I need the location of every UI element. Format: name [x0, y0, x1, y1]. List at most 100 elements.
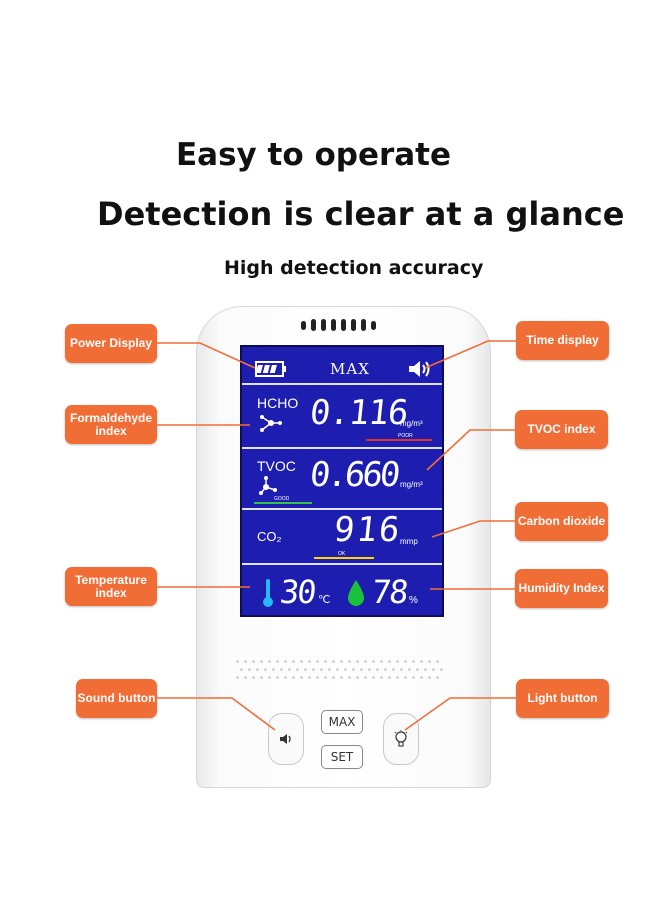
speaker-hole: [412, 676, 415, 679]
temperature-unit: ℃: [318, 594, 331, 606]
speaker-hole: [256, 668, 259, 671]
speaker-hole: [380, 660, 383, 663]
speaker-hole: [432, 668, 435, 671]
speaker-hole: [328, 668, 331, 671]
hcho-unit: mg/m³: [400, 419, 423, 428]
callout-carbon-dioxide: Carbon dioxide: [515, 502, 608, 541]
speaker-hole: [260, 676, 263, 679]
speaker-hole: [264, 668, 267, 671]
callout-time-display: Time display: [516, 321, 609, 360]
speaker-hole: [288, 668, 291, 671]
speaker-hole: [364, 660, 367, 663]
co2-status-bar: [314, 557, 374, 559]
speaker-hole: [424, 668, 427, 671]
speaker-hole: [340, 676, 343, 679]
speaker-hole: [248, 668, 251, 671]
speaker-hole: [352, 668, 355, 671]
callout-temperature-line1: Temperature: [75, 572, 147, 587]
tvoc-status-bar: [254, 502, 312, 504]
speaker-hole: [356, 676, 359, 679]
humidity-unit: %: [409, 595, 418, 606]
speaker-hole: [348, 676, 351, 679]
speaker-hole: [360, 668, 363, 671]
bulb-icon: [394, 730, 408, 747]
speaker-hole: [252, 676, 255, 679]
speaker-hole: [252, 660, 255, 663]
speaker-hole: [356, 660, 359, 663]
speaker-hole: [244, 676, 247, 679]
lcd-screen: MAX HCHO 0.116 mg/m³ POOR TVOC 0.660 mg/…: [240, 345, 444, 617]
speaker-icon: [280, 734, 291, 744]
speaker-hole: [336, 668, 339, 671]
headline-line2: Detection is clear at a glance: [97, 195, 625, 233]
callout-formaldehyde-line1: Formaldehyde: [69, 410, 153, 425]
speaker-hole: [376, 668, 379, 671]
speaker-hole: [284, 660, 287, 663]
speaker-hole: [404, 660, 407, 663]
speaker-hole: [292, 676, 295, 679]
speaker-hole: [276, 660, 279, 663]
speaker-hole: [380, 676, 383, 679]
co2-label: CO₂: [257, 529, 282, 544]
co2-unit: mmp: [400, 537, 418, 546]
max-button[interactable]: MAX: [321, 710, 363, 734]
speaker-hole: [284, 676, 287, 679]
molecule-icon: [260, 415, 282, 432]
droplet-icon: [348, 580, 364, 606]
speaker-hole: [392, 668, 395, 671]
speaker-hole: [240, 668, 243, 671]
callout-formaldehyde-index: Formaldehyde index: [65, 405, 157, 444]
speaker-hole: [300, 676, 303, 679]
speaker-hole: [420, 660, 423, 663]
speaker-hole: [324, 676, 327, 679]
callout-light-button: Light button: [516, 679, 609, 718]
speaker-hole: [340, 660, 343, 663]
battery-icon: [255, 361, 286, 377]
speaker-hole: [364, 676, 367, 679]
set-button[interactable]: SET: [321, 745, 363, 769]
callout-power-display: Power Display: [65, 324, 157, 363]
thermometer-icon: [263, 579, 273, 607]
callout-sound-button: Sound button: [76, 679, 157, 718]
speaker-hole: [400, 668, 403, 671]
speaker-hole: [304, 668, 307, 671]
speaker-hole: [428, 660, 431, 663]
tvoc-unit: mg/m³: [400, 480, 423, 489]
speaker-hole: [440, 668, 443, 671]
speaker-hole: [268, 676, 271, 679]
speaker-icon: [409, 361, 430, 377]
speaker-hole: [388, 676, 391, 679]
speaker-hole: [316, 660, 319, 663]
speaker-hole: [416, 668, 419, 671]
speaker-hole: [260, 660, 263, 663]
speaker-hole: [308, 676, 311, 679]
speaker-hole: [436, 660, 439, 663]
speaker-hole: [296, 668, 299, 671]
callout-tvoc-index: TVOC index: [515, 410, 608, 449]
speaker-hole: [300, 660, 303, 663]
speaker-hole: [292, 660, 295, 663]
callout-temperature-index: Temperature index: [65, 567, 157, 606]
co2-status: OK: [338, 551, 346, 557]
speaker-hole: [316, 676, 319, 679]
speaker-hole: [308, 660, 311, 663]
light-button[interactable]: [383, 713, 419, 765]
speaker-hole: [372, 660, 375, 663]
tvoc-status: GOOD: [274, 496, 290, 502]
speaker-hole: [312, 668, 315, 671]
hcho-status: POOR: [398, 433, 413, 439]
callout-humidity-index: Humidity Index: [515, 569, 608, 608]
speaker-hole: [320, 668, 323, 671]
callout-temperature-line2: index: [95, 585, 127, 600]
speaker-hole: [272, 668, 275, 671]
sound-button[interactable]: [268, 713, 304, 765]
speaker-hole: [276, 676, 279, 679]
speaker-hole: [396, 676, 399, 679]
speaker-hole: [384, 668, 387, 671]
speaker-hole: [332, 660, 335, 663]
molecule-icon: [259, 476, 277, 495]
speaker-hole: [244, 660, 247, 663]
speaker-hole: [372, 676, 375, 679]
tvoc-label: TVOC: [257, 458, 296, 474]
speaker-hole: [348, 660, 351, 663]
